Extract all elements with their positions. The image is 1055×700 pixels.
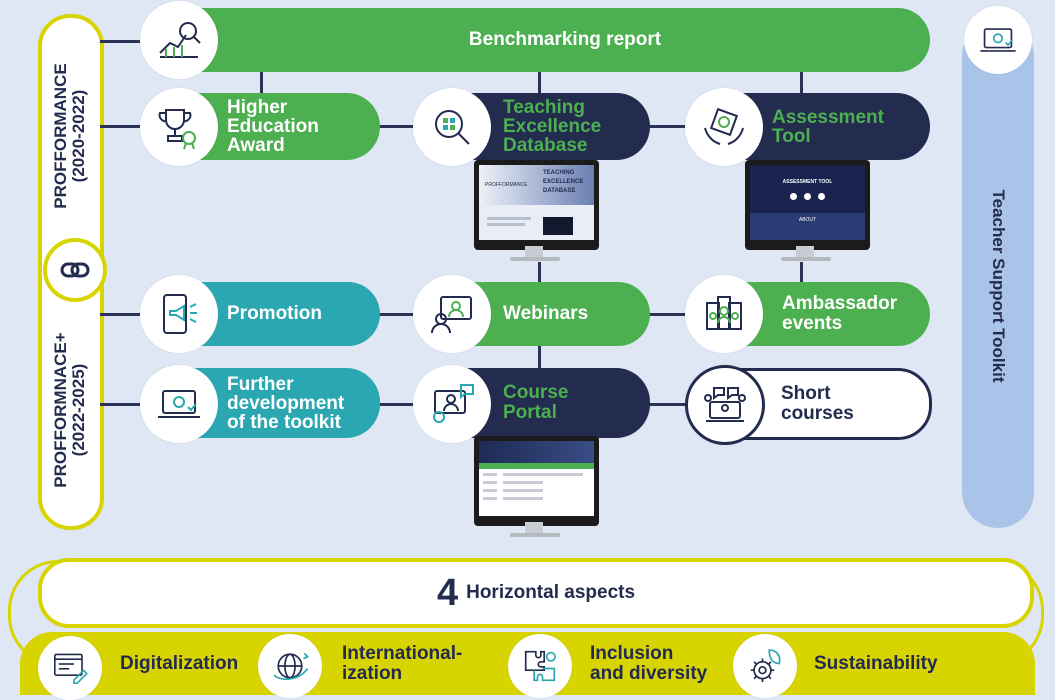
ted-screen-line: DATABASE [543,188,576,194]
horizontal-title: Horizontal aspects [466,582,636,603]
teacher-support-toolkit [962,20,1034,528]
chart-magnifier-icon [140,1,218,79]
connector [648,125,688,128]
course-portal-label: Course Portal [503,383,568,423]
connector [260,72,263,94]
digital-document-icon [38,636,102,700]
award-label: Higher Education Award [227,98,319,155]
assessment-tool-screenshot: ASSESSMENT TOOL ABOUT [745,160,870,270]
connector [538,72,541,94]
further-line: Further [227,373,294,395]
sustainability-label: Sustainability [814,653,938,674]
laptop-check-icon [964,6,1032,74]
amb-line: events [782,313,843,334]
incl-line: Inclusion [590,643,674,664]
connector [538,346,541,368]
promotion-label: Promotion [227,303,322,324]
course-portal-screenshot [474,436,599,548]
globe-icon [258,634,322,698]
phase2-years: (2022-2025) [69,363,88,457]
phase2-name: PROFFORMNACE+ [51,332,70,488]
assessment-tool-label: Assessment Tool [772,108,884,146]
benchmarking-report-node: Benchmarking report [140,8,930,72]
connector [648,403,688,406]
assess-screen-about: ABOUT [798,217,817,223]
portal-line: Portal [503,402,557,423]
horizontal-aspects-header: 4 Horizontal aspects [38,558,1034,628]
benchmarking-label: Benchmarking report [468,29,662,50]
short-courses-label: Short courses [781,384,854,424]
group-chat-laptop-icon [685,365,765,445]
teaching-database-screenshot: PROFFORMANCE TEACHING EXCELLENCE DATABAS… [474,160,599,270]
inclusion-label: Inclusion and diversity [590,644,707,684]
gear-leaf-icon [733,634,797,698]
assess-screen-title: ASSESSMENT TOOL [782,179,833,185]
assessment-hands-icon [685,88,763,166]
laptop-settings-icon [140,365,218,443]
ambassadors-icon [685,275,763,353]
connector [378,125,418,128]
ted-line: Database [503,135,588,156]
link-icon [43,238,107,302]
incl-line: and diversity [590,663,708,684]
intl-line: ization [342,663,403,684]
ambassador-label: Ambassador events [782,294,897,334]
award-line: Higher [227,97,288,118]
trophy-icon [140,88,218,166]
online-course-icon [413,365,491,443]
connector [538,262,541,282]
digitalization-label: Digitalization [120,653,239,674]
webinar-icon [413,275,491,353]
ted-line: Teaching [503,97,585,118]
ted-screen-line: EXCELLENCE [543,179,584,185]
connector [648,313,688,316]
connector [800,262,803,282]
connector [100,313,145,316]
connector [100,403,145,406]
short-line: courses [781,403,854,424]
phase1-label: PROFFORMANCE (2020-2022) [51,46,88,226]
phase1-name: PROFFORMANCE [51,63,70,209]
intl-line: International- [342,643,463,664]
internationalization-label: International- ization [342,644,462,684]
webinars-label: Webinars [503,303,589,324]
further-development-label: Further development of the toolkit [227,375,344,432]
ted-screen-line: TEACHING [543,170,575,176]
toolkit-label: Teacher Support Toolkit [989,189,1008,383]
puzzle-icon [508,634,572,698]
teaching-database-label: Teaching Excellence Database [503,98,601,155]
megaphone-phone-icon [140,275,218,353]
award-line: Award [227,135,285,156]
further-line: development [227,392,345,414]
connector [378,403,418,406]
assess-line: Tool [772,125,811,147]
connector [100,125,145,128]
assess-line: Assessment [772,106,884,128]
award-line: Education [227,116,319,137]
portal-line: Course [503,382,569,403]
ted-line: Excellence [503,116,602,137]
horizontal-number: 4 [436,571,459,614]
phase2-label: PROFFORMNACE+ (2022-2025) [51,320,88,500]
amb-line: Ambassador [782,293,898,314]
connector [800,72,803,94]
connector [378,313,418,316]
short-line: Short [781,383,831,404]
further-line: of the toolkit [227,411,341,433]
connector [100,40,145,43]
phase1-years: (2020-2022) [69,89,88,183]
database-search-icon [413,88,491,166]
